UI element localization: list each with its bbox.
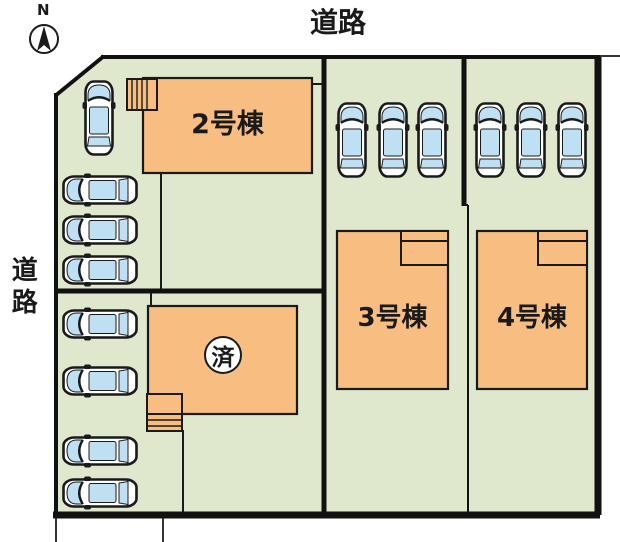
car-icon — [414, 102, 450, 178]
parking-lot3 — [334, 102, 450, 178]
building-4-label: 4号棟 — [496, 303, 568, 334]
car-icon — [513, 102, 549, 178]
building-3-label: 3号棟 — [357, 303, 428, 334]
building-4 — [475, 229, 589, 391]
compass-n-label: N — [37, 1, 50, 19]
yard-division-lines — [150, 83, 323, 513]
road-label-top: 道路 — [309, 6, 366, 39]
building-3-entrance — [400, 230, 449, 266]
building-4-entrance — [537, 230, 588, 266]
compass-north-icon — [29, 24, 59, 54]
building-2-label: 2号棟 — [191, 109, 264, 141]
car-icon — [334, 102, 370, 178]
car-icon — [62, 172, 138, 208]
building-sold-steps — [146, 413, 183, 432]
building-2 — [126, 76, 314, 175]
car-icon — [81, 80, 117, 156]
building-sold — [146, 304, 299, 432]
building-sold-porch — [146, 393, 183, 415]
road-edge-lines — [55, 55, 620, 542]
road-label-left: 道路 — [7, 256, 38, 320]
sold-status-badge: 済 — [204, 336, 242, 374]
car-icon — [62, 306, 138, 342]
car-icon — [62, 433, 138, 469]
building-3 — [335, 229, 450, 391]
car-icon — [62, 212, 138, 248]
car-icon — [62, 252, 138, 288]
parking-lot4 — [472, 102, 590, 178]
car-icon — [554, 102, 590, 178]
car-icon — [62, 475, 138, 511]
car-icon — [375, 102, 411, 178]
car-icon — [472, 102, 508, 178]
site-boundaries — [53, 54, 602, 519]
car-icon — [62, 363, 138, 399]
